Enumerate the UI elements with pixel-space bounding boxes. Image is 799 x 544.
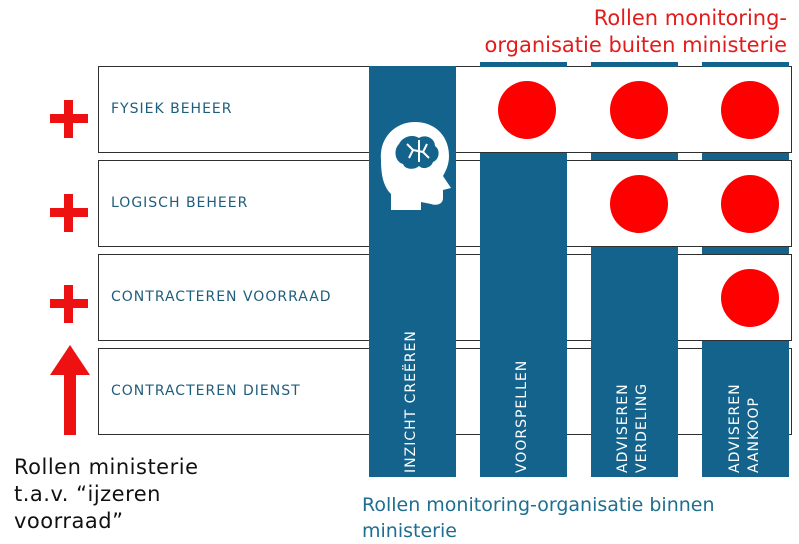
column-advise-purchase-tab [702, 62, 789, 67]
title-ministry-line2: t.a.v. “ijzeren [14, 482, 161, 506]
row-label-contract-service: CONTRACTEREN DIENST [111, 383, 301, 399]
brain-head-icon [380, 122, 451, 210]
column-label-advise-distribution-line2: VERDELING [634, 382, 650, 473]
role-dot-r1-c3 [610, 81, 668, 139]
title-inside-ministry: Rollen monitoring-organisatie binnen min… [362, 492, 715, 544]
column-forecast-tab [480, 62, 567, 67]
column-label-insight: INZICHT CREËREN [403, 330, 419, 473]
column-forecast-front [480, 154, 567, 477]
role-dot-r2-c4 [721, 175, 779, 233]
column-advise-distribution-front [591, 248, 678, 477]
row-label-contract-stock: CONTRACTEREN VOORRAAD [111, 289, 332, 305]
title-outside-ministry: Rollen monitoring- organisatie buiten mi… [485, 5, 787, 59]
role-dot-r2-c3 [610, 175, 668, 233]
role-dot-r1-c4 [721, 81, 779, 139]
title-outside-line2: organisatie buiten ministerie [484, 33, 787, 57]
column-label-advise-distribution-line1: ADVISEREN [615, 383, 631, 473]
title-ministry-line1: Rollen ministerie [14, 455, 199, 479]
role-dot-r1-c2 [498, 81, 556, 139]
title-inside-line2: ministerie [362, 520, 457, 542]
row-label-physical: FYSIEK BEHEER [111, 101, 233, 117]
role-dot-r3-c4 [721, 269, 779, 327]
title-ministry-line3: voorraad” [14, 509, 124, 533]
row-label-logical: LOGISCH BEHEER [111, 195, 249, 211]
column-advise-purchase-front [702, 342, 789, 477]
column-label-advise-purchase-line2: AANKOOP [746, 397, 762, 473]
column-label-forecast: VOORSPELLEN [514, 359, 530, 473]
title-inside-line1: Rollen monitoring-organisatie binnen [362, 494, 715, 516]
column-label-advise-purchase-line1: ADVISEREN [727, 383, 743, 473]
column-advise-distribution-tab [591, 62, 678, 67]
title-ministry-roles: Rollen ministerie t.a.v. “ijzeren voorra… [14, 454, 199, 535]
arrow-up-icon [50, 345, 90, 435]
title-outside-line1: Rollen monitoring- [593, 6, 787, 30]
